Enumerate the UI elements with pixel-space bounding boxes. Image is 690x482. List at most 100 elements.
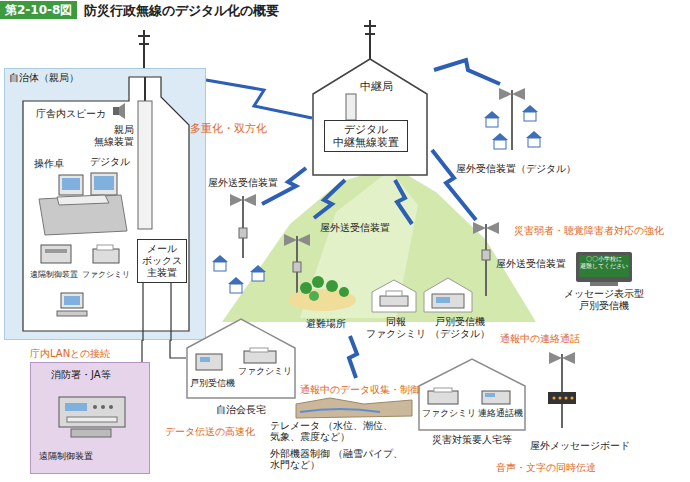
small-house <box>212 255 228 262</box>
fire-station-region-drawing <box>67 417 117 422</box>
official-house: ファクシミリ連絡通話機災害対策要人宅等 <box>418 358 526 450</box>
relay-station-drawing <box>313 59 427 175</box>
node-text: 連絡通話機 <box>478 408 523 419</box>
annotation-label: ファクシミリ <box>82 270 130 280</box>
screen-text: 〇〇小学校に 避難してください <box>579 256 629 269</box>
small-house <box>228 277 244 284</box>
mountain <box>222 166 536 322</box>
municipality-region-drawing <box>39 195 127 235</box>
evacuation-site <box>300 282 312 294</box>
antenna-mast <box>139 43 149 45</box>
outdoor-speaker <box>482 250 490 260</box>
outdoor-speaker <box>284 234 297 246</box>
figure-number: 第2-10-8図 <box>0 1 77 19</box>
message-board <box>559 397 562 400</box>
radio-wave <box>434 60 500 84</box>
evacuation-site <box>326 280 338 292</box>
feature-note: 災害弱者・聴覚障害者対応の強化 <box>514 225 664 237</box>
evacuation-site <box>288 276 356 311</box>
mailbox-unit: メール ボックス 主装置 <box>137 239 187 283</box>
outdoor-speaker <box>549 352 562 364</box>
municipality-region-drawing <box>61 293 83 308</box>
municipality-region-drawing <box>119 103 125 119</box>
small-house <box>250 265 266 272</box>
annotation-label: 戸別受信機 （デジタル） <box>428 316 492 340</box>
receiver-bubble <box>372 278 472 312</box>
node-text: 戸別受信機 <box>190 378 235 389</box>
small-house <box>214 262 226 271</box>
municipality-region-drawing <box>59 175 83 195</box>
radio-wave <box>262 60 500 378</box>
feature-note: 庁内LANとの接続 <box>30 348 110 360</box>
mountain <box>300 170 418 318</box>
feature-note: 音声・文字の同時伝達 <box>496 462 596 474</box>
chief-house-drawing <box>250 348 268 352</box>
annotation-label: デジタル <box>90 156 130 168</box>
node-text: ファクシミリ <box>422 408 476 419</box>
message-board <box>548 392 576 404</box>
node-text: メール ボックス 主装置 <box>141 243 183 279</box>
message-board <box>548 392 576 404</box>
fire-station-region-drawing <box>59 397 125 427</box>
outdoor-speaker <box>243 194 256 206</box>
message-board <box>571 397 574 400</box>
fire-station-region-drawing <box>93 405 97 409</box>
annotation-label: 外部機器制御 （融雪パイプ、水門など） <box>270 448 420 471</box>
relay-station-drawing <box>346 94 356 120</box>
chief-house-drawing <box>196 354 222 370</box>
feature-note: データ伝送の高速化 <box>165 426 255 438</box>
annotation-label: 屋外送受信装置 <box>208 177 278 189</box>
municipality-region-drawing <box>45 249 67 253</box>
annotation-label: 同報 ファクシミリ <box>366 316 426 340</box>
outdoor-speaker <box>511 90 513 150</box>
small-house <box>524 112 536 121</box>
annotation-label: 屋外メッセージボード <box>530 440 630 452</box>
outdoor-speaker <box>230 194 243 206</box>
annotation-label: 屋外送受信装置 <box>496 258 566 270</box>
dam-site <box>296 398 412 418</box>
municipality-region-drawing <box>91 173 117 195</box>
message-board <box>565 397 568 400</box>
node-text: 災害対策要人宅等 <box>432 434 512 446</box>
municipality-region-drawing <box>94 176 114 190</box>
small-house <box>526 131 542 138</box>
figure-title: 防災行政無線のデジタル化の概要 <box>84 3 279 19</box>
official-house-drawing <box>434 388 452 392</box>
antenna-mast <box>138 35 150 37</box>
annotation-label: メッセージ表示型 戸別受信機 <box>556 288 652 312</box>
annotation-label: 親局 無線装置 <box>92 124 134 148</box>
municipality-region-drawing <box>62 178 80 190</box>
receiver-bubble <box>424 278 472 312</box>
node-text: デジタル <box>329 123 403 136</box>
feature-note: 通報中の連絡通話 <box>500 333 580 345</box>
relay-station-drawing <box>312 58 428 176</box>
evacuation-site <box>309 291 319 301</box>
small-house <box>494 140 506 149</box>
cable-line <box>141 340 142 362</box>
receiver-bubble <box>380 296 408 306</box>
node-text: 自治体（親局） <box>9 72 79 84</box>
small-house <box>492 133 508 140</box>
receiver-bubble <box>436 297 450 303</box>
evacuation-site <box>312 276 324 288</box>
fire-station-region: 消防署・JA等遠隔制御装置 <box>30 362 150 474</box>
municipality-region-drawing <box>138 101 152 229</box>
dam-site <box>300 409 380 412</box>
mountain <box>222 166 536 322</box>
official-house-drawing <box>419 359 525 430</box>
node-text: 中継無線装置 <box>329 136 403 149</box>
outdoor-speaker <box>512 88 525 100</box>
message-board <box>553 397 556 400</box>
radio-wave <box>432 150 476 220</box>
small-house <box>230 284 242 293</box>
message-receiver <box>579 255 629 277</box>
municipality-region-drawing <box>113 107 119 115</box>
chief-house-drawing <box>200 357 210 362</box>
annotation-label: 庁舎内スピーカ <box>36 108 106 120</box>
municipality-region-drawing <box>41 245 71 263</box>
outdoor-speaker <box>297 234 310 246</box>
evacuation-site <box>339 287 349 297</box>
receiver-bubble <box>372 280 416 312</box>
relay-radio-box: デジタル中継無線装置 <box>324 120 408 152</box>
